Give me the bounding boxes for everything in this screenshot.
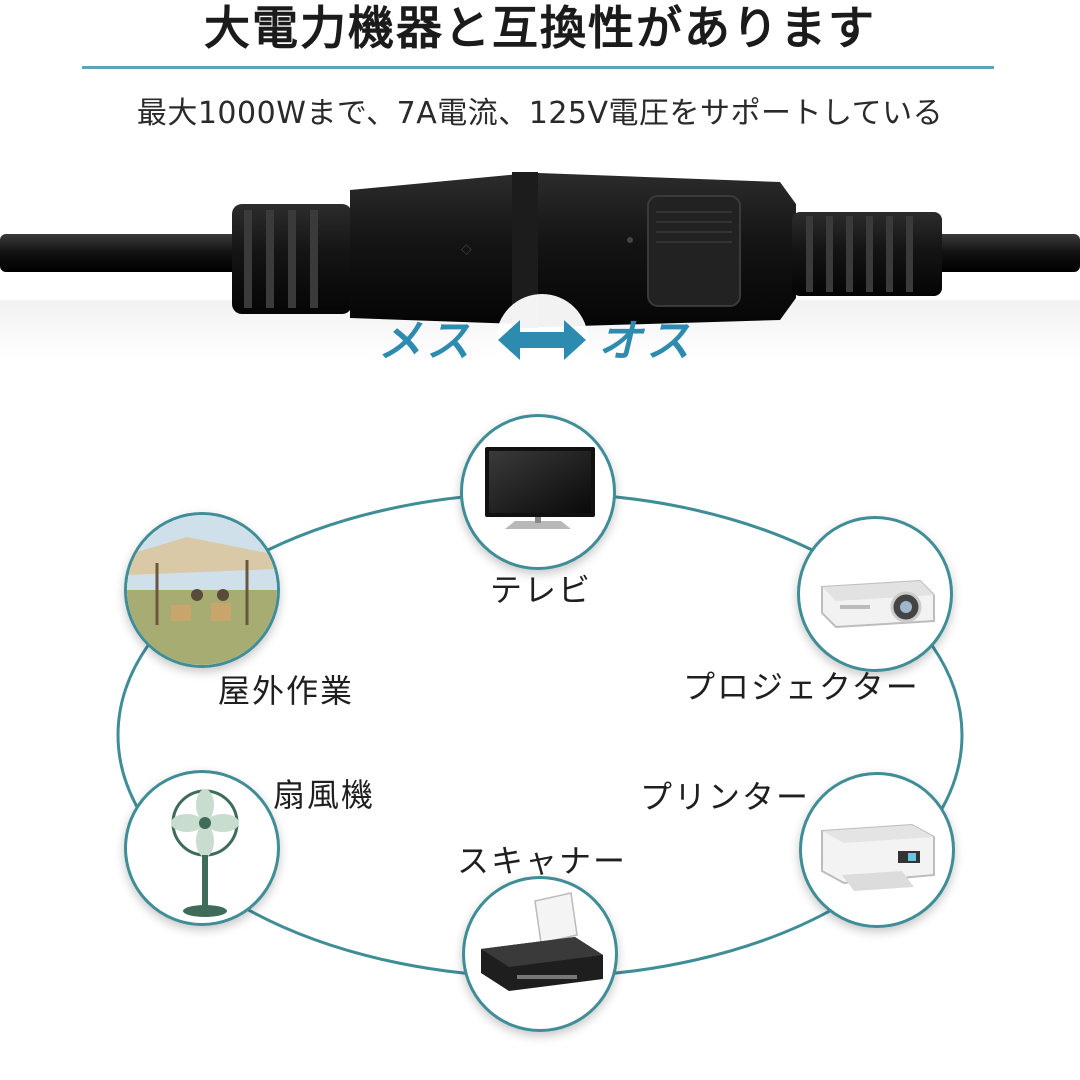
scanner-bubble — [462, 876, 618, 1032]
projector-icon — [821, 579, 935, 629]
projector-label: プロジェクター — [683, 668, 920, 706]
spec-subheadline: 最大1000Wまで、7A電流、125V電圧をサポートしている — [136, 96, 944, 131]
female-connector-body — [350, 174, 520, 324]
printer-icon — [821, 823, 935, 891]
male-connector-label: オス — [598, 316, 694, 367]
scanner-label: スキャナー — [457, 842, 628, 880]
scanner-icon — [481, 892, 603, 991]
title-divider — [82, 66, 994, 69]
svg-text:◇: ◇ — [458, 244, 474, 255]
fan-label: 扇風機 — [273, 776, 376, 814]
extension-cable-illustration: ◇ — [0, 172, 1080, 360]
tv-label: テレビ — [490, 571, 593, 609]
fan-bubble — [124, 770, 280, 926]
female-connector-label: メス — [378, 316, 474, 367]
tv-bubble — [460, 414, 616, 570]
printer-bubble — [799, 772, 955, 928]
fan-icon — [171, 789, 239, 917]
outdoor-label: 屋外作業 — [218, 672, 355, 710]
headline: 大電力機器と互換性があります — [204, 1, 876, 55]
tv-icon — [485, 447, 595, 529]
projector-bubble — [797, 516, 953, 672]
outdoor-camping-icon — [127, 515, 277, 665]
double-arrow-icon — [496, 294, 588, 386]
outdoor-bubble — [124, 512, 280, 668]
printer-label: プリンター — [640, 778, 811, 816]
